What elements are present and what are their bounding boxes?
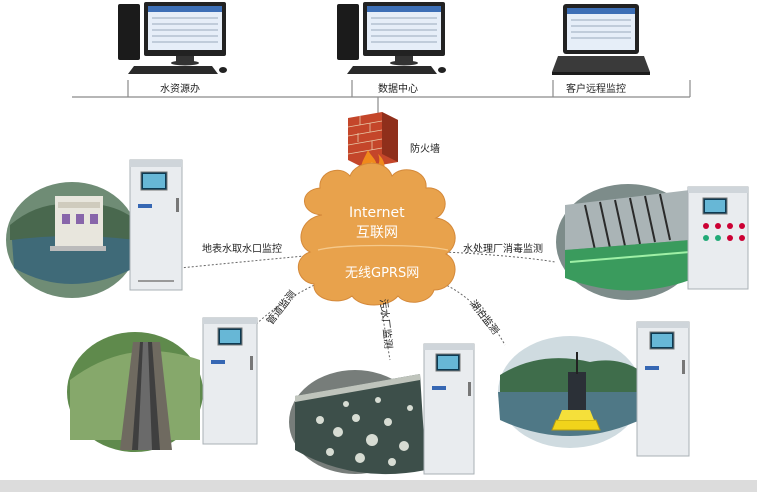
node-label-data-center: 数据中心 — [378, 84, 418, 95]
sewage-site-photo — [289, 370, 426, 475]
node-label-remote-monitoring: 客户远程监控 — [566, 84, 626, 95]
desktop-computer-icon-2 — [337, 2, 446, 74]
monitoring-cabinet-3 — [202, 317, 258, 445]
internet-cloud-icon — [298, 162, 456, 306]
site-label-treatment: 水处理厂消毒监测 — [463, 244, 543, 255]
lake-site-photo — [498, 336, 642, 448]
treatment-site-photo — [556, 184, 700, 300]
node-label-water-office: 水资源办 — [160, 84, 200, 95]
pipeline-site-photo — [67, 332, 203, 452]
site-label-intake: 地表水取水口监控 — [202, 244, 282, 255]
monitoring-cabinet-1 — [129, 159, 183, 291]
cloud-label-internet: Internet — [349, 205, 405, 221]
firewall-label: 防火墙 — [410, 144, 440, 155]
monitoring-cabinet-5 — [636, 321, 690, 457]
bottom-strip — [0, 480, 757, 492]
desktop-computer-icon-1 — [118, 2, 227, 74]
monitoring-cabinet-2 — [687, 186, 749, 290]
link-treatment — [444, 251, 556, 263]
monitoring-cabinet-4 — [423, 343, 475, 475]
link-intake — [179, 254, 316, 269]
intake-site-photo — [6, 182, 138, 298]
cloud-label-gprs: 无线GPRS网 — [345, 266, 420, 281]
cloud-label-internet-cn: 互联网 — [356, 225, 398, 241]
link-lake — [439, 281, 506, 346]
laptop-icon — [552, 4, 650, 75]
